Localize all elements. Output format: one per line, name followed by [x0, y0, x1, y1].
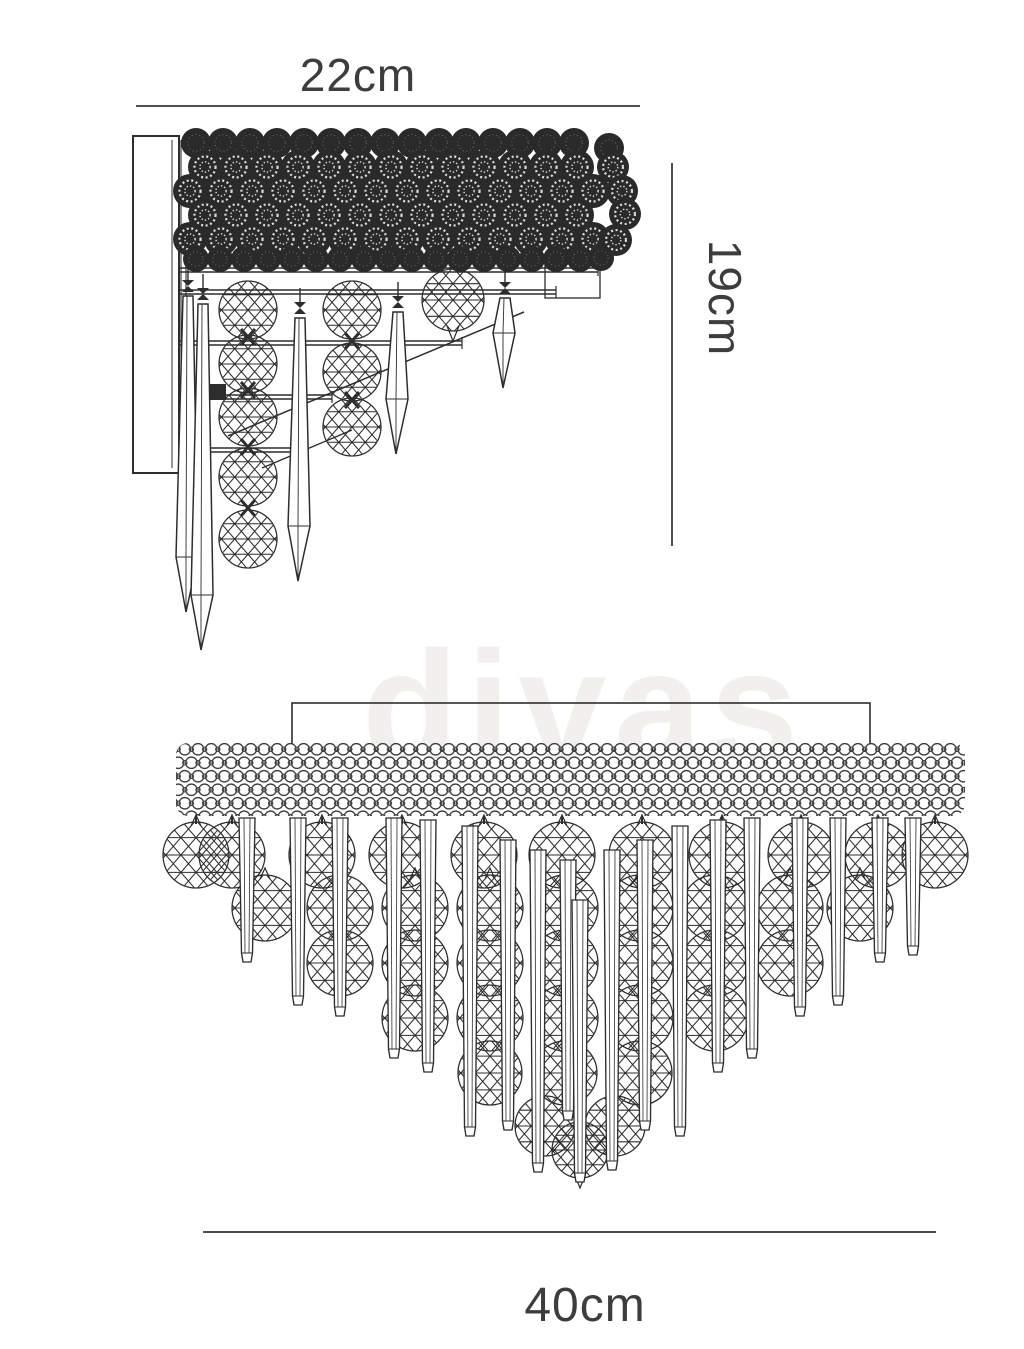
bead-rosette: [303, 246, 329, 272]
wall-plate: [132, 135, 180, 474]
crystal-pendant: [287, 288, 311, 582]
crystal-pendant: [190, 274, 214, 651]
crystal-pendant: [492, 268, 516, 389]
bead-rosette: [421, 222, 455, 256]
bead-rosette: [231, 246, 257, 272]
side-view-height-label: 19cm: [699, 239, 751, 357]
crystal-ball: [218, 509, 278, 569]
front-view-width-label: 40cm: [524, 1279, 646, 1332]
bead-rosette: [255, 246, 281, 272]
side-view-drawing: [132, 128, 641, 651]
bead-rosette: [495, 246, 521, 272]
bead-rosette: [424, 128, 454, 158]
bead-rosette: [297, 222, 331, 256]
bead-rosette: [279, 246, 305, 272]
crystal-spear: [603, 849, 621, 1171]
crystal-pendants: [175, 266, 516, 651]
side-view-width-label: 22cm: [299, 49, 417, 101]
bead-rosette: [609, 198, 641, 230]
bead-rosette: [343, 128, 373, 158]
bead-rosette: [597, 151, 629, 183]
crystal-spears: [238, 817, 922, 1183]
bead-rosette: [183, 246, 209, 272]
crystal-spear: [829, 817, 847, 1006]
crystal-ball: [218, 334, 278, 394]
crystal-spear: [419, 819, 437, 1073]
bead-rosette: [471, 246, 497, 272]
bead-rosette: [514, 222, 548, 256]
crystal-spear: [499, 839, 517, 1131]
crystal-ball: [322, 397, 382, 457]
bead-rosette: [204, 222, 238, 256]
bead-rosette: [532, 128, 562, 158]
crystal-spear: [289, 817, 307, 1006]
crystal-ball: [756, 929, 824, 997]
bead-rosette: [235, 128, 265, 158]
crystal-spear: [671, 825, 689, 1137]
side-view-dimensions: [136, 105, 673, 546]
rosette-band: [173, 128, 641, 272]
crystal-spear: [238, 817, 256, 963]
crystal-spear: [461, 825, 479, 1137]
bead-rosette: [567, 246, 593, 272]
crystal-spear: [636, 839, 654, 1131]
crystal-spear: [743, 817, 761, 1059]
bead-rosette: [576, 174, 610, 208]
bead-band: [176, 743, 965, 816]
crystal-spear: [331, 817, 349, 1017]
bead-rosette: [588, 245, 614, 271]
bead-rosette: [375, 246, 401, 272]
crystal-ball-columns: [218, 268, 485, 569]
bead-rosette: [208, 128, 238, 158]
bead-rosette: [423, 246, 449, 272]
crystal-spear: [529, 849, 547, 1173]
bead-rosette: [316, 128, 346, 158]
front-view-drawing: [162, 702, 969, 1190]
bead-rosette: [519, 246, 545, 272]
crystal-pendant: [385, 282, 409, 455]
crystal-spear: [904, 817, 922, 956]
bead-rosette: [351, 246, 377, 272]
crystal-spear: [871, 817, 889, 963]
crystal-spear: [385, 817, 403, 1059]
crystal-spear: [571, 899, 589, 1183]
crystal-ball: [218, 387, 278, 447]
crystal-spear: [709, 819, 727, 1073]
bead-rosette: [327, 246, 353, 272]
bead-rosette: [399, 246, 425, 272]
bead-rosette: [543, 246, 569, 272]
bead-rosette: [447, 246, 473, 272]
bead-rosette: [559, 128, 589, 158]
bead-rosette: [451, 128, 481, 158]
crystal-spear: [791, 817, 809, 1017]
bead-rosette: [207, 246, 233, 272]
crystal-ball: [218, 447, 278, 507]
